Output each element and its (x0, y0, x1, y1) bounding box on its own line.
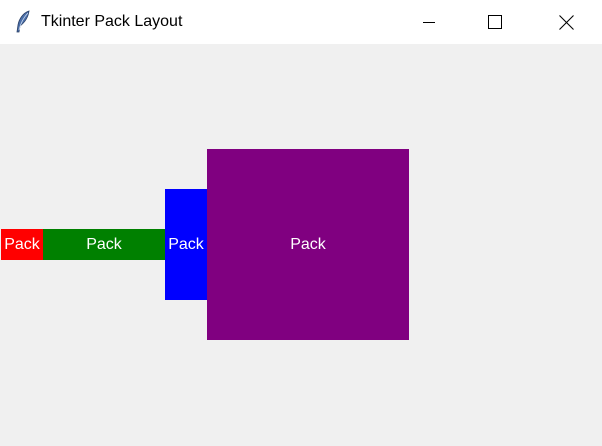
pack-label-green: Pack (43, 229, 165, 260)
minimize-button[interactable] (406, 0, 452, 45)
pack-label-text: Pack (86, 235, 122, 253)
close-icon (559, 15, 574, 30)
maximize-button[interactable] (472, 0, 518, 45)
window-title: Tkinter Pack Layout (41, 13, 183, 30)
pack-label-text: Pack (4, 235, 40, 253)
pack-label-text: Pack (168, 235, 204, 253)
minimize-icon (423, 22, 435, 23)
pack-label-blue: Pack (165, 189, 207, 300)
close-button[interactable] (543, 0, 589, 45)
window-client-area: Pack Pack Pack Pack (0, 45, 602, 446)
pack-label-purple: Pack (207, 149, 409, 340)
maximize-icon (488, 15, 502, 29)
feather-icon (14, 10, 32, 34)
pack-label-red: Pack (1, 229, 43, 260)
title-bar[interactable]: Tkinter Pack Layout (0, 0, 602, 45)
pack-label-text: Pack (290, 235, 326, 253)
